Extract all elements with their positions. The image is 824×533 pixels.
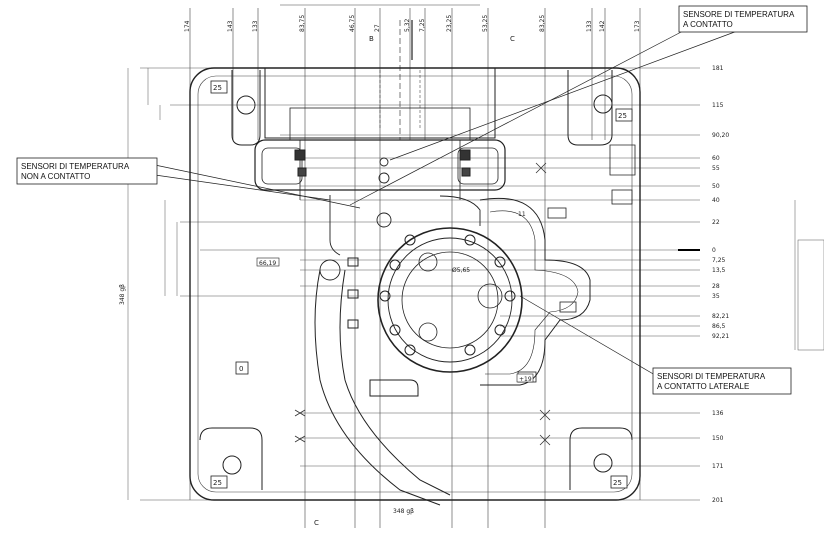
corner-tag-top-left: 25 <box>213 84 222 92</box>
corner-tag-bottom-left: 25 <box>213 479 222 487</box>
right-dim-label: 7,25 <box>712 257 726 264</box>
callout-bottom-right: SENSORI DI TEMPERATURA A CONTATTO LATERA… <box>652 367 792 395</box>
top-dimension-lines <box>189 4 641 528</box>
left-dimension-rails <box>127 68 824 500</box>
ref-d-tag: +19 <box>519 376 532 383</box>
right-dim-label: 40 <box>712 197 720 204</box>
ref-a-tag: 66,19 <box>259 260 276 267</box>
top-dim-label: 46,75 <box>349 15 356 32</box>
left-dim-label: 348 gβ <box>119 284 126 305</box>
right-dim-label: 22 <box>712 219 720 226</box>
top-dim-label: 143 <box>227 20 234 32</box>
top-dim-label: 5,32 <box>404 18 411 32</box>
left-curved-channel <box>314 257 451 506</box>
top-dim-label: 23,25 <box>446 15 453 32</box>
callout-left-line2: NON A CONTATTO <box>21 172 90 181</box>
corner-tags: 25 25 25 25 <box>210 80 633 489</box>
cross-markers <box>294 162 551 446</box>
callout-left-line1: SENSORI DI TEMPERATURA <box>21 162 130 171</box>
callout-leaders <box>154 29 741 376</box>
zero-tag: 0 <box>239 365 243 373</box>
section-b-label: B <box>369 35 374 43</box>
plate-inner-outline <box>197 75 633 493</box>
right-dim-label: 92,21 <box>712 333 729 340</box>
section-c-label: C <box>510 35 515 43</box>
right-dim-label: 50 <box>712 183 720 190</box>
misc-tags: 0 66,19 Ø5,65 11 +19 B C C 348 gβ 348 gβ <box>119 35 534 527</box>
top-dim-label: 83,25 <box>539 15 546 32</box>
central-mechanism <box>329 157 523 373</box>
top-dimension-labels: 174 143 133 83,75 46,75 27 5,32 7,25 23,25 53,25 8… <box>184 15 641 32</box>
section-c2-label: C <box>314 519 319 527</box>
plate-outline <box>189 67 641 501</box>
corner-tag-top-right: 25 <box>618 112 627 120</box>
right-dim-label: 60 <box>712 155 720 162</box>
right-dim-label: 35 <box>712 293 720 300</box>
callout-left: SENSORI DI TEMPERATURA NON A CONTATTO <box>16 157 158 185</box>
top-dim-label: 173 <box>634 20 641 32</box>
top-dim-label: 142 <box>599 20 606 32</box>
ref-b-tag: Ø5,65 <box>452 267 470 274</box>
top-dim-label: 53,25 <box>482 15 489 32</box>
callout-bottom-right-line2: A CONTATTO LATERALE <box>657 382 749 391</box>
right-dim-label: 115 <box>712 102 724 109</box>
right-dim-label: 181 <box>712 65 724 72</box>
corner-pockets <box>199 70 633 490</box>
right-dim-label: 28 <box>712 283 720 290</box>
top-dim-label: 133 <box>252 20 259 32</box>
right-dim-label: 136 <box>712 410 724 417</box>
top-dim-label: 174 <box>184 20 191 32</box>
right-dim-label: 86,5 <box>712 323 726 330</box>
right-arm <box>479 144 636 386</box>
right-dim-label: 171 <box>712 463 724 470</box>
right-dim-label: 150 <box>712 435 724 442</box>
right-dim-label: 13,5 <box>712 267 726 274</box>
top-dim-label: 83,75 <box>299 15 306 32</box>
right-dim-label: 201 <box>712 497 724 504</box>
top-dim-label: 27 <box>374 24 381 32</box>
right-dim-label: 55 <box>712 165 720 172</box>
right-dimension-lines <box>140 67 700 501</box>
bottom-dim-label: 348 gβ <box>393 508 414 515</box>
corner-tag-bottom-right: 25 <box>613 479 622 487</box>
top-dim-label: 7,25 <box>419 18 426 32</box>
callout-top-right: SENSORE DI TEMPERATURA A CONTATTO <box>678 5 808 33</box>
callout-top-right-line1: SENSORE DI TEMPERATURA <box>683 10 795 19</box>
right-dim-label: 0 <box>712 247 716 254</box>
top-block <box>254 20 506 200</box>
right-dim-label: 90,20 <box>712 132 729 139</box>
callout-top-right-line2: A CONTATTO <box>683 20 733 29</box>
right-dim-label: 82,21 <box>712 313 729 320</box>
right-dimension-labels: 181 115 90,20 60 55 50 40 22 0 7,25 13,5 28 35 82,21 8… <box>712 65 729 504</box>
ref-c-tag: 11 <box>518 211 526 218</box>
top-dim-label: 133 <box>586 20 593 32</box>
callout-bottom-right-line1: SENSORI DI TEMPERATURA <box>657 372 766 381</box>
